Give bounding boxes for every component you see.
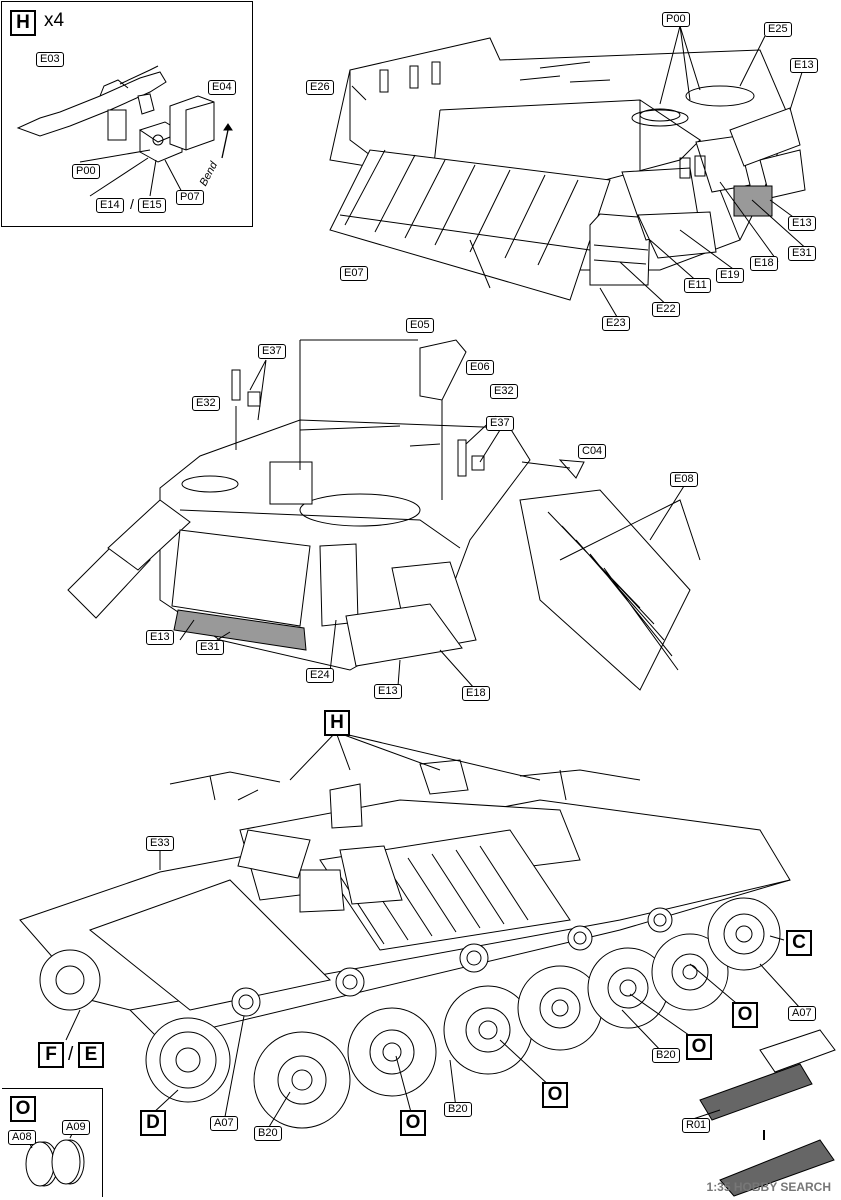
label-p00: P00 [72, 164, 100, 179]
inset-o-frame [2, 1088, 103, 1197]
label-e03: E03 [36, 52, 64, 67]
s3-callout-c: C [786, 930, 812, 956]
s1-label-e22: E22 [652, 302, 680, 317]
s3-callout-o1: O [732, 1002, 758, 1028]
label-a09: A09 [62, 1120, 90, 1135]
inset-h-quantity: x4 [44, 10, 65, 31]
label-e14: E14 [96, 198, 124, 213]
s1-label-e26: E26 [306, 80, 334, 95]
s3-label-b20b: B20 [444, 1102, 472, 1117]
s2-label-e13a: E13 [146, 630, 174, 645]
s2-label-e32a: E32 [192, 396, 220, 411]
s1-label-e13b: E13 [788, 216, 816, 231]
step3-vehicle-drawing [19, 731, 836, 1197]
s1-label-e13a: E13 [790, 58, 818, 73]
s2-label-c04: C04 [578, 444, 607, 459]
s3-slash: / [68, 1044, 74, 1065]
s1-label-e25: E25 [764, 22, 792, 37]
s1-label-e31: E31 [788, 246, 816, 261]
s3-label-a07b: A07 [210, 1116, 238, 1131]
s3-label-b20c: B20 [254, 1126, 282, 1141]
s3-callout-f: F [38, 1042, 64, 1068]
s2-label-e37a: E37 [258, 344, 286, 359]
s2-label-e08: E08 [670, 472, 698, 487]
label-a08: A08 [8, 1130, 36, 1145]
s1-label-p00: P00 [662, 12, 690, 27]
s3-callout-o3: O [542, 1082, 568, 1108]
label-p07: P07 [176, 190, 204, 205]
s3-label-e33: E33 [146, 836, 174, 851]
inset-o-letter: O [10, 1096, 36, 1122]
s1-label-e11: E11 [684, 278, 711, 293]
s2-label-e31: E31 [196, 640, 224, 655]
s1-label-e19: E19 [716, 268, 744, 283]
machine-gun-inset-drawing [16, 65, 233, 197]
s3-callout-h: H [324, 710, 350, 736]
s1-label-e23: E23 [602, 316, 630, 331]
s2-label-e37b: E37 [486, 416, 514, 431]
s1-label-e07: E07 [340, 266, 368, 281]
s2-label-e32b: E32 [490, 384, 518, 399]
s2-label-e24: E24 [306, 668, 334, 683]
s3-label-r01: R01 [682, 1118, 711, 1133]
s3-label-a07a: A07 [788, 1006, 816, 1021]
s3-label-b20a: B20 [652, 1048, 680, 1063]
watermark: 1:35 HOBBY SEARCH [706, 1180, 831, 1194]
s3-callout-o2: O [686, 1034, 712, 1060]
label-e15: E15 [138, 198, 166, 213]
step1-superstructure-drawing [329, 25, 811, 323]
inset-h-letter: H [10, 10, 36, 36]
label-slash: / [130, 196, 134, 212]
label-e04: E04 [208, 80, 236, 95]
s2-label-e06: E06 [466, 360, 494, 375]
s2-label-e13b: E13 [374, 684, 402, 699]
s3-callout-o4: O [400, 1110, 426, 1136]
step2-superstructure-drawing [67, 339, 701, 691]
s3-callout-e: E [78, 1042, 104, 1068]
s2-label-e05: E05 [406, 318, 434, 333]
inset-h-frame [1, 1, 253, 227]
s1-label-e18: E18 [750, 256, 778, 271]
s3-callout-d: D [140, 1110, 166, 1136]
s2-label-e18: E18 [462, 686, 490, 701]
